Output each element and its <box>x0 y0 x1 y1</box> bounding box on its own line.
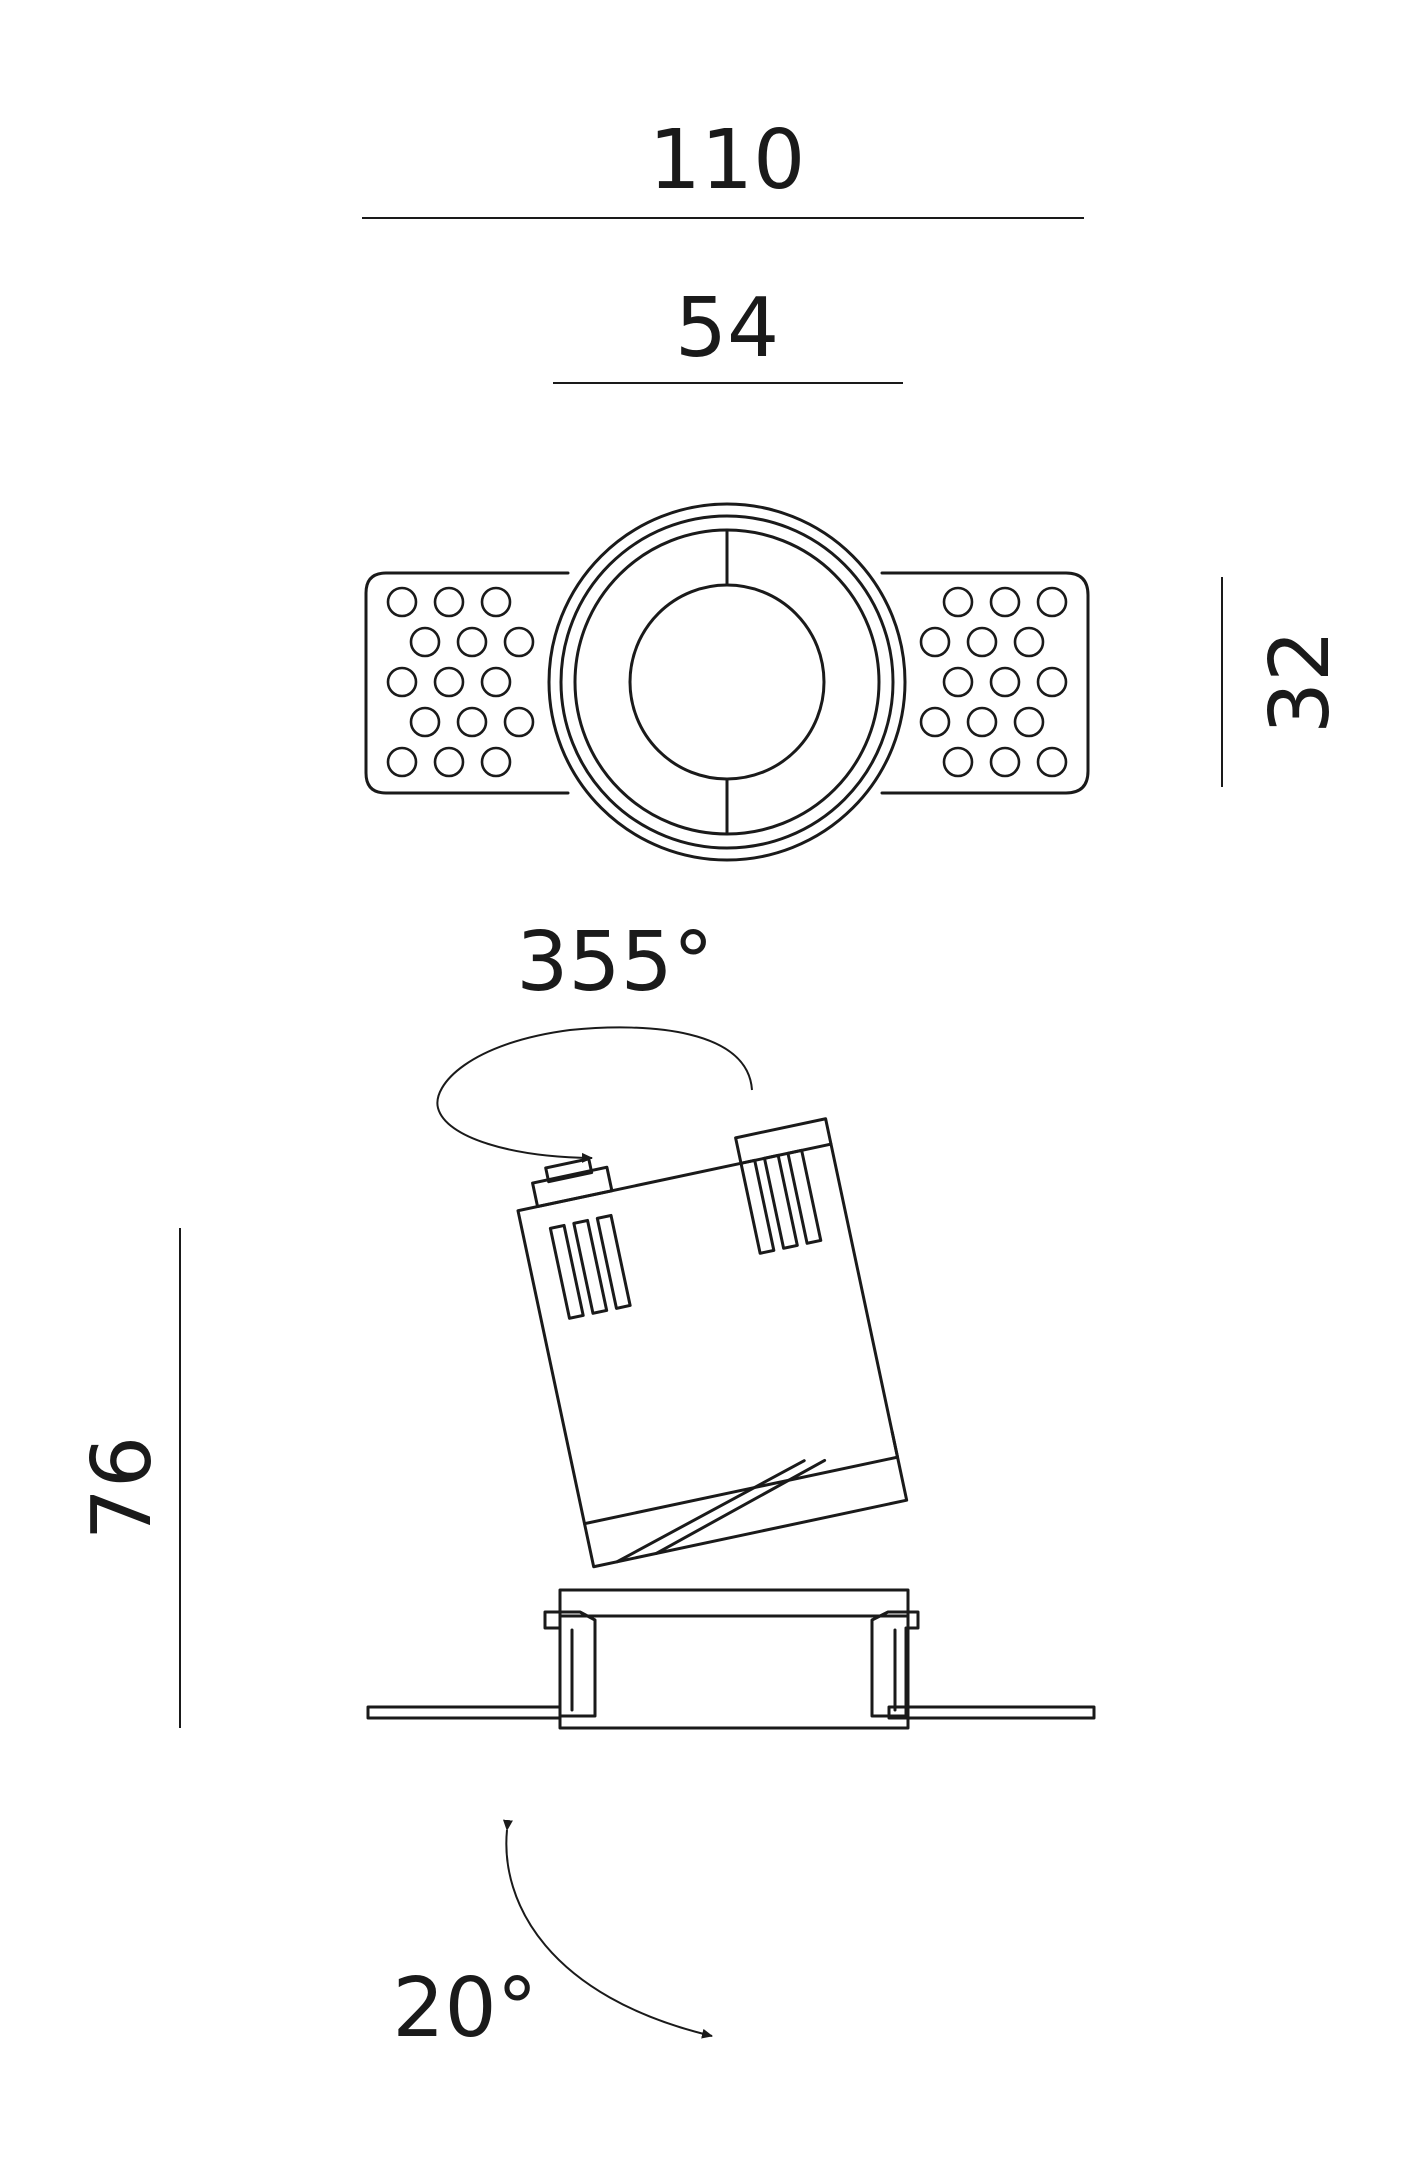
hole <box>989 586 1021 618</box>
hole <box>919 626 951 658</box>
outer-ring <box>547 502 907 862</box>
rotation-arrow <box>436 1026 753 1163</box>
hole <box>409 706 441 738</box>
flange-right <box>887 1705 1096 1720</box>
right-fin <box>739 1158 776 1255</box>
dimension-body-height: 76 <box>75 1436 170 1540</box>
right-wing-holes <box>919 586 1068 778</box>
rotation-angle-label: 355° <box>516 915 714 1010</box>
hole <box>989 666 1021 698</box>
hole <box>1013 626 1045 658</box>
hole <box>433 746 465 778</box>
hole <box>433 666 465 698</box>
right-fin <box>762 1153 799 1250</box>
dimension-overall-width: 110 <box>649 113 806 208</box>
hole <box>386 746 418 778</box>
lamp-collar <box>583 1430 909 1569</box>
hole <box>942 666 974 698</box>
tilt-angle-label: 20° <box>392 1961 537 2056</box>
tilted-lamp-body <box>516 1117 909 1569</box>
right-clip <box>870 1610 920 1718</box>
dimension-inner-width: 54 <box>675 281 779 376</box>
dimension-trim-height: 32 <box>1253 630 1348 734</box>
right-cap <box>734 1117 833 1165</box>
top-view <box>364 502 1090 862</box>
hole <box>456 706 488 738</box>
left-fin <box>595 1213 632 1310</box>
hole <box>480 586 512 618</box>
hole <box>503 626 535 658</box>
right-fin <box>786 1148 823 1245</box>
hole <box>409 626 441 658</box>
housing-cup <box>558 1588 910 1730</box>
hole <box>386 666 418 698</box>
hole <box>1013 706 1045 738</box>
hole <box>456 626 488 658</box>
collar-diagonal-inner <box>654 1458 827 1555</box>
flange-left <box>366 1705 562 1720</box>
lamp-body <box>516 1142 900 1526</box>
right-wing <box>880 571 1090 795</box>
hole <box>1036 666 1068 698</box>
hole <box>1036 586 1068 618</box>
hole <box>966 626 998 658</box>
connector-tab <box>544 1157 594 1184</box>
tilt-arrow <box>502 1819 713 2039</box>
hole <box>480 746 512 778</box>
collar-diagonal <box>615 1459 806 1564</box>
hole <box>989 746 1021 778</box>
hole <box>919 706 951 738</box>
side-view <box>366 1117 1096 1730</box>
hole <box>942 586 974 618</box>
connector <box>531 1165 614 1209</box>
hole <box>503 706 535 738</box>
lens-circle <box>628 583 826 781</box>
left-fin <box>572 1218 609 1315</box>
left-fin <box>548 1223 585 1320</box>
left-wing <box>364 571 570 795</box>
outer-ring-inner-edge <box>559 514 895 850</box>
hole <box>386 586 418 618</box>
hole <box>942 746 974 778</box>
left-clip <box>543 1610 597 1718</box>
hole <box>1036 746 1068 778</box>
hole <box>433 586 465 618</box>
left-wing-holes <box>386 586 535 778</box>
hole <box>480 666 512 698</box>
hole <box>966 706 998 738</box>
